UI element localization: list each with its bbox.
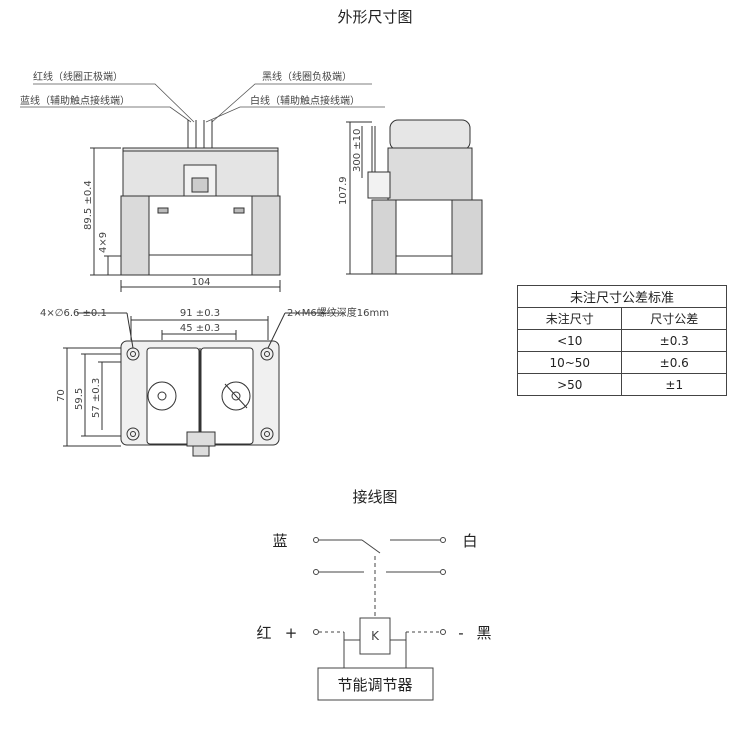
regulator-label: 节能调节器 — [337, 676, 412, 694]
white-terminal-label: 白 — [462, 532, 477, 550]
plus-sign: + — [285, 624, 298, 642]
table-row: >50 ±1 — [516, 373, 727, 396]
side-wire-length-dim: 300 ±10 — [352, 129, 363, 172]
tolerance-col-tol: 尺寸公差 — [621, 307, 727, 330]
tolerance-table-title: 未注尺寸公差标准 — [517, 285, 727, 308]
tolerance-range: <10 — [516, 329, 623, 352]
minus-sign: - — [458, 624, 463, 642]
black-terminal-label: 黑 — [476, 624, 491, 642]
height-57-dim: 57 ±0.3 — [91, 378, 102, 418]
front-view — [90, 120, 281, 292]
wiring-diagram — [313, 537, 446, 701]
side-view — [346, 119, 483, 275]
front-step-dim: 4×9 — [98, 232, 109, 253]
blue-wire-label: 蓝线（辅助触点接线端） — [20, 94, 130, 107]
tolerance-range: >50 — [516, 373, 623, 396]
tolerance-table: 未注尺寸公差标准 未注尺寸 尺寸公差 <10 ±0.3 10~50 ±0.6 >… — [516, 285, 727, 396]
thread-spec-dim: 2×M6螺纹深度16mm — [287, 306, 389, 319]
tolerance-col-size: 未注尺寸 — [516, 307, 623, 330]
front-width-dim: 104 — [191, 277, 210, 288]
outline-title: 外形尺寸图 — [337, 8, 412, 26]
tolerance-value: ±0.3 — [621, 329, 727, 352]
red-terminal-label: 红 — [256, 624, 271, 642]
bottom-view — [63, 312, 345, 457]
wire-labels: 红线（线圈正极端） 蓝线（辅助触点接线端） 黑线（线圈负极端） 白线（辅助触点接… — [20, 70, 385, 123]
front-height-dim: 89.5 ±0.4 — [83, 180, 94, 230]
blue-terminal-label: 蓝 — [272, 532, 287, 550]
height-70-dim: 70 — [56, 389, 67, 402]
span-45-dim: 45 ±0.3 — [180, 323, 220, 334]
red-wire-label: 红线（线圈正极端） — [33, 70, 123, 83]
tolerance-value: ±0.6 — [621, 351, 727, 374]
hole-spec-dim: 4×∅6.6 ±0.1 — [40, 308, 107, 319]
table-row: <10 ±0.3 — [516, 329, 727, 352]
black-wire-label: 黑线（线圈负极端） — [262, 70, 352, 83]
side-height-dim: 107.9 — [338, 176, 349, 205]
coil-label: K — [371, 629, 380, 643]
tolerance-value: ±1 — [621, 373, 727, 396]
span-91-dim: 91 ±0.3 — [180, 308, 220, 319]
wiring-title: 接线图 — [352, 488, 397, 506]
table-row: 10~50 ±0.6 — [516, 351, 727, 374]
tolerance-range: 10~50 — [516, 351, 623, 374]
height-59-dim: 59.5 — [74, 388, 85, 410]
white-wire-label: 白线（辅助触点接线端） — [250, 94, 360, 107]
